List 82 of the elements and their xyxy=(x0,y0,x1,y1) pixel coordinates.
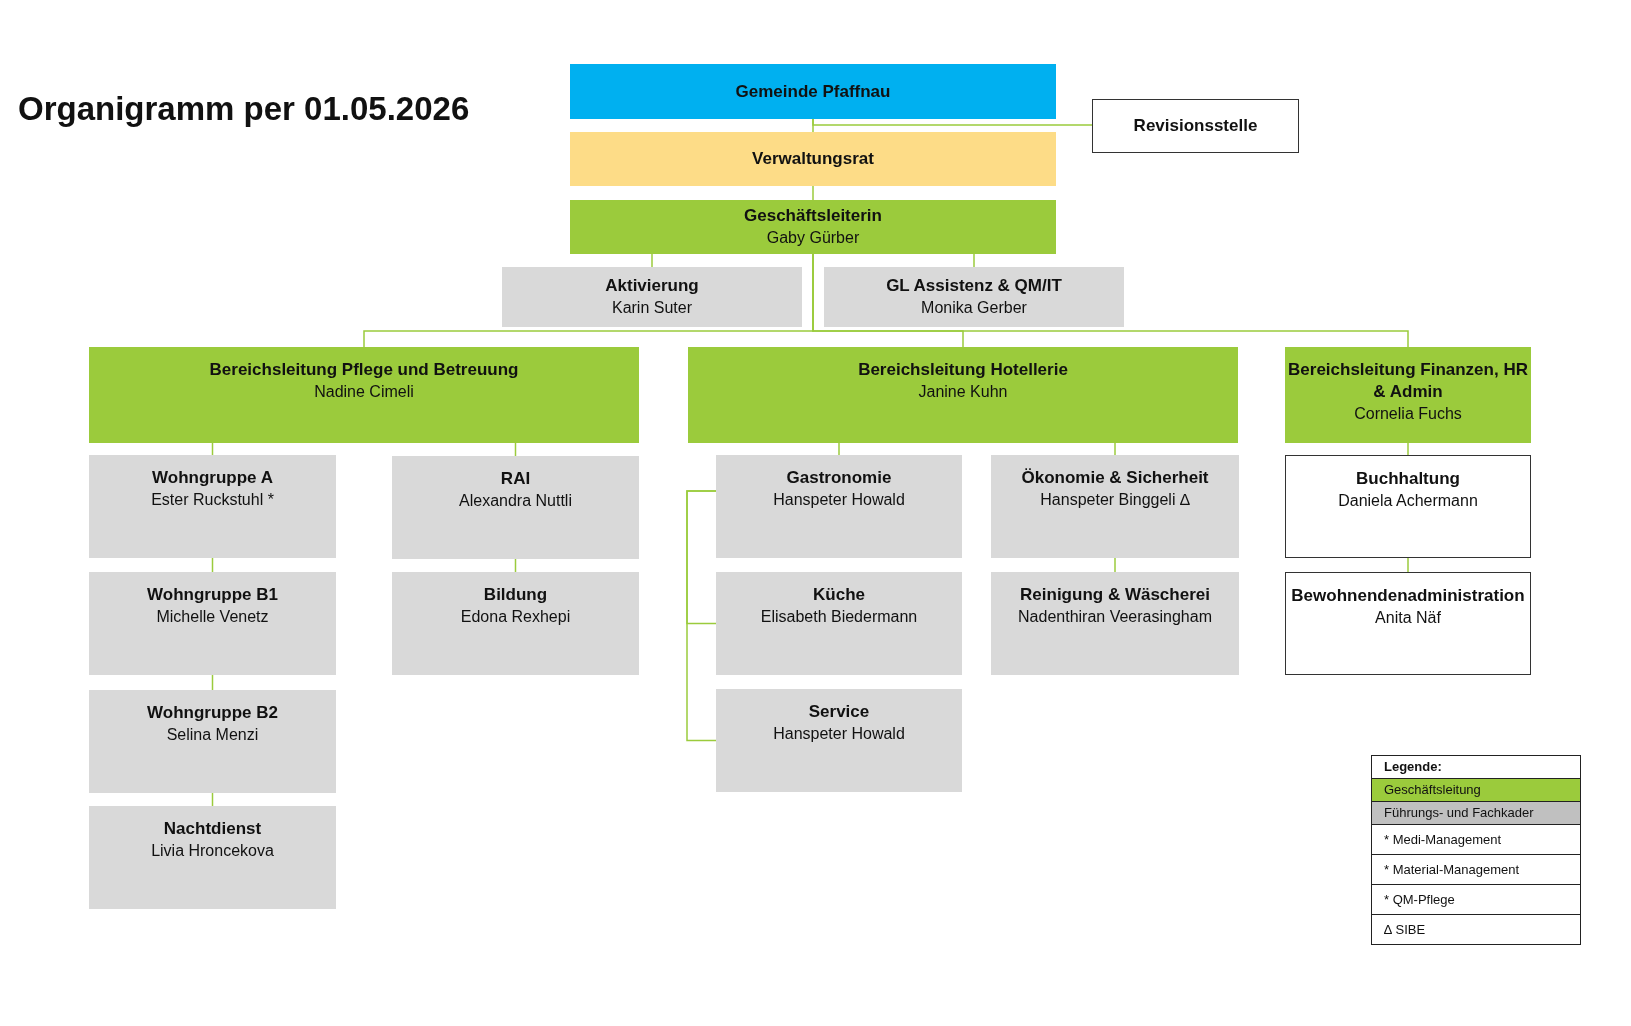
legend-heading: Legende: xyxy=(1383,758,1443,776)
unit-name: Bildung xyxy=(483,584,548,606)
legend-entry: * QM-Pflege xyxy=(1372,884,1580,914)
unit-name: Wohngruppe B2 xyxy=(147,702,278,724)
org-unit-box xyxy=(1285,455,1531,558)
unit-name: Küche xyxy=(813,584,865,606)
org-unit-box xyxy=(570,64,1056,119)
unit-name: Reinigung & Wäscherei xyxy=(1020,584,1210,606)
unit-name: Gemeinde Pfaffnau xyxy=(735,80,891,103)
org-unit-box xyxy=(570,200,1056,254)
unit-name: Aktivierung xyxy=(605,275,699,297)
legend-entry: * Medi-Management xyxy=(1372,824,1580,854)
org-unit-box xyxy=(89,690,336,793)
connector-line xyxy=(651,253,653,268)
person-name: Selina Menzi xyxy=(166,725,259,745)
connector-line xyxy=(812,185,814,201)
unit-name: Wohngruppe B1 xyxy=(147,584,278,606)
connector-line xyxy=(686,490,717,742)
person-name: Hanspeter Binggeli ∆ xyxy=(1040,490,1190,510)
connector-line xyxy=(812,118,1093,126)
connector-line xyxy=(1407,557,1409,573)
connector-line xyxy=(1114,442,1116,456)
unit-name: Ökonomie & Sicherheit xyxy=(1021,467,1209,489)
connector-line xyxy=(812,253,1409,348)
unit-name: Bereichsleitung Hotellerie xyxy=(858,359,1068,381)
person-name: Monika Gerber xyxy=(921,298,1027,318)
org-unit-box xyxy=(89,806,336,909)
unit-name: Gastronomie xyxy=(786,467,892,489)
person-name: Alexandra Nuttli xyxy=(459,491,572,511)
unit-name: Revisionsstelle xyxy=(1133,115,1258,137)
person-name: Janine Kuhn xyxy=(918,382,1008,402)
org-unit-box xyxy=(1285,572,1531,675)
org-unit-box xyxy=(991,455,1239,558)
person-name: Nadine Cimeli xyxy=(314,382,414,402)
unit-name: Service xyxy=(808,701,870,723)
org-unit-box xyxy=(716,455,962,558)
unit-name: Geschäftsleiterin xyxy=(744,205,882,227)
org-unit-box xyxy=(1285,347,1531,443)
org-unit-box xyxy=(89,347,639,443)
person-name: Cornelia Fuchs xyxy=(1354,404,1462,424)
org-unit-box xyxy=(824,267,1124,327)
org-unit-box xyxy=(502,267,802,327)
org-unit-box xyxy=(716,689,962,792)
unit-name: Bewohnendenadministration xyxy=(1291,585,1525,607)
org-unit-box xyxy=(392,572,639,675)
connector-line xyxy=(838,442,840,456)
legend-swatch: Führungs- und Fachkader xyxy=(1372,801,1580,824)
unit-name: Verwaltungsrat xyxy=(752,148,874,170)
chart-title: Organigramm per 01.05.2026 xyxy=(18,90,470,128)
connector-line xyxy=(1114,557,1116,573)
unit-name: Nachtdienst xyxy=(163,818,262,840)
unit-name: Buchhaltung xyxy=(1356,468,1460,490)
org-unit-box xyxy=(716,572,962,675)
unit-name: Wohngruppe A xyxy=(152,467,273,489)
person-name: Anita Näf xyxy=(1375,608,1441,628)
org-unit-box xyxy=(392,456,639,559)
unit-name: GL Assistenz & QM/IT xyxy=(886,275,1062,297)
person-name: Gaby Gürber xyxy=(766,228,860,248)
legend-entry: * Material-Management xyxy=(1372,854,1580,884)
person-name: Karin Suter xyxy=(611,298,692,318)
person-name: Ester Ruckstuhl * xyxy=(151,490,274,510)
person-name: Michelle Venetz xyxy=(156,607,269,627)
org-unit-box xyxy=(991,572,1239,675)
legend-entry: ∆ SIBE xyxy=(1372,914,1580,944)
person-name: Daniela Achermann xyxy=(1338,491,1478,511)
org-unit-box xyxy=(570,132,1056,186)
person-name: Livia Hroncekova xyxy=(151,841,274,861)
org-unit-box xyxy=(89,572,336,675)
connector-line xyxy=(973,253,975,268)
org-unit-box xyxy=(1092,99,1299,153)
person-name: Elisabeth Biedermann xyxy=(760,607,918,627)
person-name: Hanspeter Howald xyxy=(773,724,905,744)
unit-name: Bereichsleitung Pflege und Betreuung xyxy=(209,359,519,381)
person-name: Edona Rexhepi xyxy=(460,607,571,627)
org-unit-box xyxy=(89,455,336,558)
unit-name: RAI xyxy=(500,468,531,490)
person-name: Hanspeter Howald xyxy=(773,490,905,510)
legend-swatch: Geschäftsleitung xyxy=(1372,778,1580,801)
person-name: Nadenthiran Veerasingham xyxy=(1018,607,1212,627)
org-unit-box xyxy=(688,347,1238,443)
unit-name: Bereichsleitung Finanzen, HR & Admin xyxy=(1287,359,1529,403)
connector-line xyxy=(1407,442,1409,456)
